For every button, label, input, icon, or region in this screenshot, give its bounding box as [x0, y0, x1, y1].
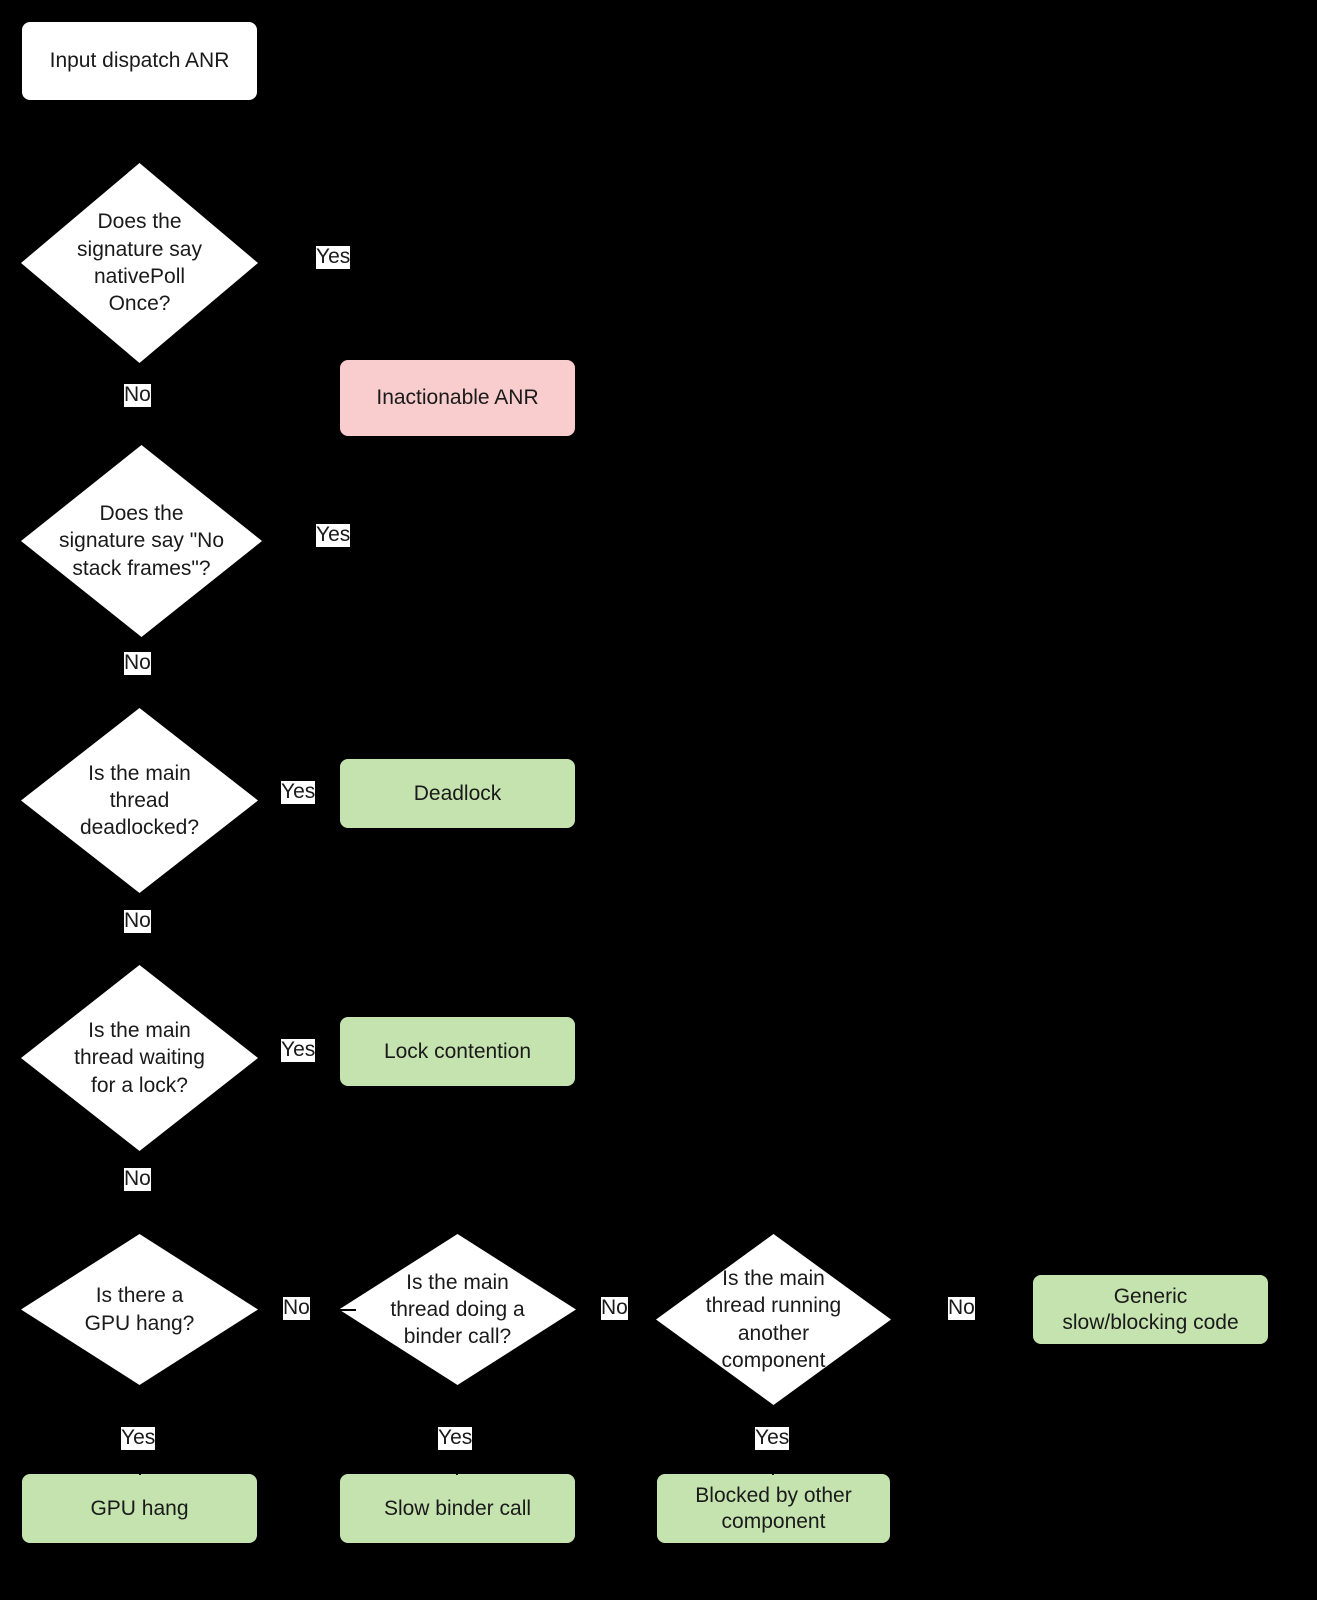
diamond-shape	[21, 1234, 258, 1385]
node-blocked-by-other-component-label: Blocked by other component	[695, 1483, 852, 1533]
node-blocked-by-other-component[interactable]: Blocked by other component	[656, 1473, 891, 1544]
node-deadlock[interactable]: Deadlock	[339, 758, 576, 829]
decision-main-thread-waiting-lock[interactable]: Is the main thread waiting for a lock?	[21, 965, 258, 1151]
edge-label-d2-no: No	[124, 651, 151, 676]
node-lock-contention[interactable]: Lock contention	[339, 1016, 576, 1087]
node-slow-binder-call[interactable]: Slow binder call	[339, 1473, 576, 1544]
connector-d1-yes	[258, 262, 457, 264]
node-inactionable-anr[interactable]: Inactionable ANR	[339, 359, 576, 437]
connector-start-to-d1	[139, 101, 141, 163]
decision-binder-call[interactable]: Is the main thread doing a binder call?	[339, 1234, 576, 1385]
diamond-shape	[656, 1234, 891, 1405]
node-start-input-dispatch-anr[interactable]: Input dispatch ANR	[21, 21, 258, 101]
diamond-shape	[21, 708, 258, 893]
diamond-shape	[21, 445, 262, 637]
diamond-shape	[21, 163, 258, 363]
edge-label-d3-yes: Yes	[281, 780, 316, 805]
node-inactionable-anr-label: Inactionable ANR	[376, 386, 539, 410]
decision-running-another-component[interactable]: Is the main thread running another compo…	[656, 1234, 891, 1405]
decision-gpu-hang[interactable]: Is there a GPU hang?	[21, 1234, 258, 1385]
edge-label-d2-yes: Yes	[316, 523, 351, 548]
node-slow-binder-call-label: Slow binder call	[383, 1496, 532, 1520]
connector-d2-yes	[262, 538, 457, 540]
edge-label-d1-no: No	[124, 383, 151, 408]
decision-main-thread-deadlocked[interactable]: Is the main thread deadlocked?	[21, 708, 258, 893]
connector-d1-yes-down	[456, 262, 458, 359]
edge-label-d1-yes: Yes	[316, 245, 351, 270]
node-start-label: Input dispatch ANR	[49, 49, 230, 73]
node-lock-contention-label: Lock contention	[383, 1039, 532, 1063]
edge-label-d6-yes: Yes	[438, 1426, 473, 1451]
edge-label-d3-no: No	[124, 909, 151, 934]
node-deadlock-label: Deadlock	[413, 781, 502, 805]
edge-label-d4-yes: Yes	[281, 1038, 316, 1063]
diamond-shape	[21, 965, 258, 1151]
diamond-shape	[339, 1234, 576, 1385]
connector-d4-no	[139, 1151, 141, 1234]
decision-no-stack-frames[interactable]: Does the signature say "No stack frames"…	[21, 445, 262, 637]
edge-label-d7-no: No	[948, 1296, 975, 1321]
edge-label-d5-no: No	[283, 1296, 310, 1321]
node-gpu-hang-label: GPU hang	[90, 1496, 189, 1520]
node-gpu-hang[interactable]: GPU hang	[21, 1473, 258, 1544]
node-generic-slow-blocking-code[interactable]: Generic slow/blocking code	[1032, 1274, 1269, 1345]
edge-label-d7-yes: Yes	[755, 1426, 790, 1451]
edge-label-d6-no: No	[601, 1296, 628, 1321]
node-generic-slow-blocking-code-label: Generic slow/blocking code	[1062, 1284, 1239, 1334]
edge-label-d4-no: No	[124, 1167, 151, 1192]
edge-label-d5-yes: Yes	[121, 1426, 156, 1451]
decision-native-poll-once[interactable]: Does the signature say nativePoll Once?	[21, 163, 258, 363]
